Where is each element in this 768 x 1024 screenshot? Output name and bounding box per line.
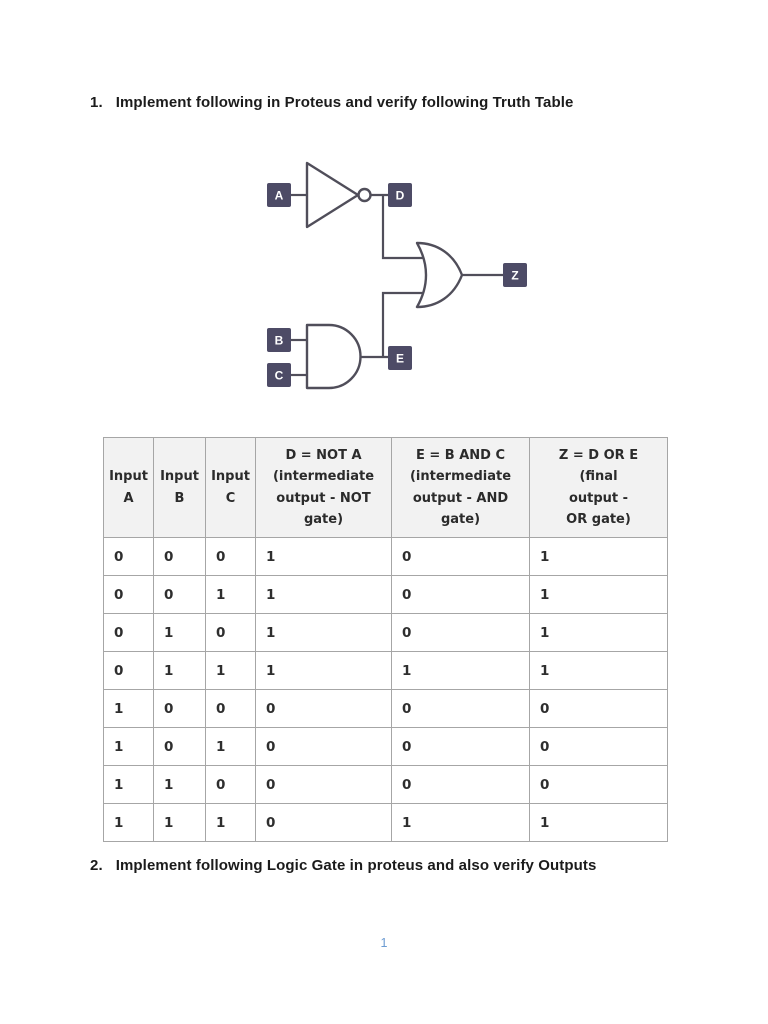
- wire-d-to-or-top: [381, 195, 431, 260]
- section-1-title: Implement following in Proteus and verif…: [115, 94, 574, 111]
- or-gate: [415, 241, 464, 309]
- label-box-b: [267, 328, 291, 352]
- wire-e-to-or-bottom: [381, 291, 431, 357]
- table-cell: 0: [255, 727, 392, 766]
- table-cell: 0: [103, 537, 154, 576]
- label-c: C: [267, 363, 291, 387]
- header-cell: Z = D OR E (final output - OR gate): [529, 437, 668, 538]
- table-cell: 0: [529, 727, 668, 766]
- table-cell: 1: [205, 727, 256, 766]
- table-cell: 0: [205, 613, 256, 652]
- label-d: D: [388, 183, 412, 207]
- section-2-number: 2.: [90, 857, 103, 874]
- table-cell: 1: [529, 803, 668, 842]
- label-text-a: A: [275, 189, 284, 203]
- table-cell: 0: [103, 575, 154, 614]
- label-text-z: Z: [511, 269, 518, 283]
- label-box-e: [388, 346, 412, 370]
- table-cell: 1: [255, 575, 392, 614]
- header-cell: D = NOT A (intermediate output - NOT gat…: [255, 437, 392, 538]
- table-cell: 1: [153, 651, 206, 690]
- label-text-d: D: [396, 189, 405, 203]
- section-1-heading: 1. Implement following in Proteus and ve…: [90, 94, 573, 111]
- header-cell: Input C: [205, 437, 256, 538]
- table-cell: 0: [255, 765, 392, 804]
- table-cell: 1: [205, 575, 256, 614]
- label-text-e: E: [396, 352, 404, 366]
- table-cell: 1: [103, 803, 154, 842]
- table-cell: 0: [529, 689, 668, 728]
- not-gate: [305, 161, 360, 229]
- section-1-number: 1.: [90, 94, 103, 111]
- table-cell: 0: [103, 613, 154, 652]
- and-gate: [305, 323, 362, 390]
- table-cell: 1: [391, 803, 530, 842]
- label-box-a: [267, 183, 291, 207]
- table-cell: 1: [103, 765, 154, 804]
- table-cell: 1: [153, 803, 206, 842]
- table-cell: 1: [153, 765, 206, 804]
- table-cell: 0: [153, 537, 206, 576]
- table-cell: 1: [103, 727, 154, 766]
- page-number: 1: [380, 936, 388, 950]
- label-text-b: B: [275, 334, 284, 348]
- table-cell: 0: [205, 765, 256, 804]
- table-cell: 0: [391, 727, 530, 766]
- label-box-c: [267, 363, 291, 387]
- table-cell: 1: [529, 651, 668, 690]
- table-cell: 1: [205, 803, 256, 842]
- table-cell: 0: [391, 537, 530, 576]
- header-cell: Input A: [103, 437, 154, 538]
- table-cell: 0: [391, 765, 530, 804]
- table-cell: 0: [529, 765, 668, 804]
- table-cell: 1: [255, 651, 392, 690]
- table-cell: 0: [391, 613, 530, 652]
- table-cell: 1: [529, 613, 668, 652]
- table-cell: 0: [103, 651, 154, 690]
- table-cell: 1: [529, 575, 668, 614]
- table-cell: 0: [391, 689, 530, 728]
- label-b: B: [267, 328, 291, 352]
- label-e: E: [388, 346, 412, 370]
- table-cell: 1: [255, 613, 392, 652]
- table-cell: 1: [529, 537, 668, 576]
- table-cell: 0: [205, 689, 256, 728]
- table-cell: 1: [153, 613, 206, 652]
- label-box-d: [388, 183, 412, 207]
- table-cell: 1: [391, 651, 530, 690]
- section-2-title: Implement following Logic Gate in proteu…: [115, 857, 597, 874]
- table-cell: 0: [153, 689, 206, 728]
- header-cell: E = B AND C (intermediate output - AND g…: [391, 437, 530, 538]
- table-cell: 0: [255, 689, 392, 728]
- label-a: A: [267, 183, 291, 207]
- table-cell: 0: [153, 575, 206, 614]
- label-box-z: [503, 263, 527, 287]
- not-gate-bubble: [357, 187, 372, 203]
- section-2-heading: 2. Implement following Logic Gate in pro…: [90, 857, 596, 874]
- header-cell: Input B: [153, 437, 206, 538]
- table-cell: 0: [255, 803, 392, 842]
- table-cell: 0: [153, 727, 206, 766]
- logic-circuit-diagram: A D Z B C E: [267, 161, 527, 390]
- table-cell: 1: [255, 537, 392, 576]
- table-cell: 0: [391, 575, 530, 614]
- table-cell: 1: [205, 651, 256, 690]
- label-text-c: C: [275, 369, 284, 383]
- label-z: Z: [503, 263, 527, 287]
- table-cell: 1: [103, 689, 154, 728]
- table-cell: 0: [205, 537, 256, 576]
